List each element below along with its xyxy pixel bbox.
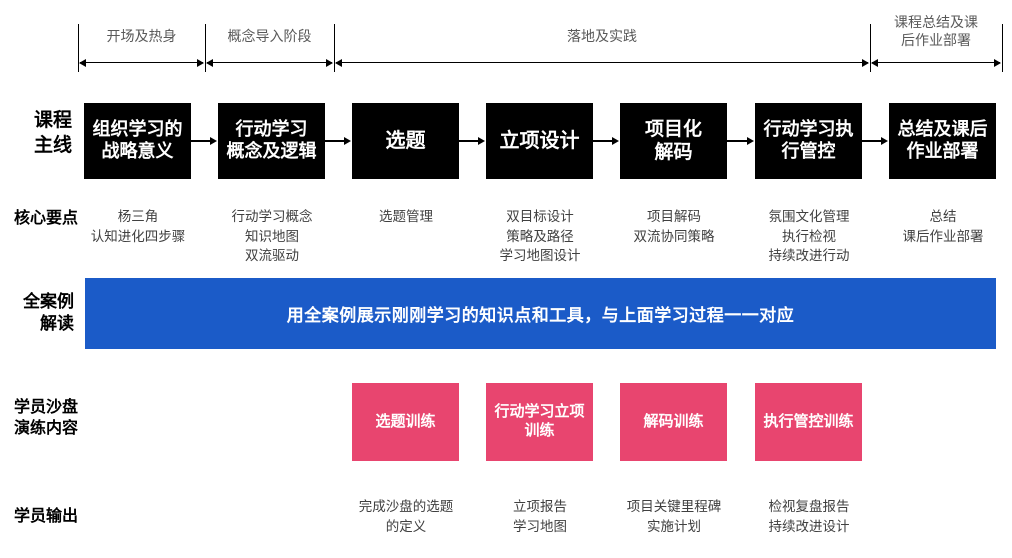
process-box-0[interactable]: 组织学习的 战略意义 bbox=[84, 103, 191, 179]
phase-arrow-line-2 bbox=[336, 62, 868, 63]
process-box-3[interactable]: 立项设计 bbox=[486, 103, 593, 179]
core-point-0: 杨三角 认知进化四步骤 bbox=[90, 209, 186, 244]
process-box-4[interactable]: 项目化 解码 bbox=[620, 103, 727, 179]
phase-divider-1 bbox=[205, 24, 206, 72]
flow-arrow-5 bbox=[862, 140, 882, 142]
phase-arrow-line-3 bbox=[872, 62, 1000, 63]
process-box-2[interactable]: 选题 bbox=[352, 103, 459, 179]
output-2: 项目关键里程碑 实施计划 bbox=[626, 499, 722, 535]
output-0: 完成沙盘的选题 的定义 bbox=[358, 499, 454, 535]
phase-arrowhead-left-3 bbox=[871, 58, 878, 67]
core-point-2: 选题管理 bbox=[379, 209, 433, 224]
phase-divider-4 bbox=[1002, 24, 1003, 72]
phase-label-0: 开场及热身 bbox=[106, 28, 177, 44]
sandbox-box-0[interactable]: 选题训练 bbox=[352, 383, 459, 461]
full-case-band: 用全案例展示刚刚学习的知识点和工具，与上面学习过程一一对应 bbox=[85, 278, 996, 349]
phase-label-2: 落地及实践 bbox=[567, 28, 637, 44]
flow-arrowhead-4 bbox=[747, 136, 754, 145]
phase-arrowhead-right-1 bbox=[326, 58, 333, 67]
phase-arrowhead-left-2 bbox=[335, 58, 342, 67]
phase-arrowhead-right-0 bbox=[197, 58, 204, 67]
phase-arrowhead-right-3 bbox=[994, 58, 1001, 67]
phase-divider-0 bbox=[78, 24, 79, 72]
core-point-4: 项目解码 双流协同策略 bbox=[633, 209, 715, 244]
phase-arrow-line-0 bbox=[80, 62, 203, 63]
core-point-6: 总结 课后作业部署 bbox=[902, 209, 984, 244]
flow-arrow-0 bbox=[191, 140, 211, 142]
phase-arrowhead-left-1 bbox=[206, 58, 213, 67]
phase-arrowhead-right-2 bbox=[862, 58, 869, 67]
row-label-sandbox: 学员沙盘 演练内容 bbox=[13, 399, 78, 438]
phase-arrow-line-1 bbox=[207, 62, 332, 63]
core-point-1: 行动学习概念 知识地图 双流驱动 bbox=[231, 209, 313, 264]
flow-arrow-3 bbox=[593, 140, 613, 142]
row-label-core-points: 核心要点 bbox=[13, 210, 78, 227]
row-label-course-mainline: 课程 主线 bbox=[33, 110, 72, 157]
flow-arrowhead-1 bbox=[344, 136, 351, 145]
flow-arrowhead-2 bbox=[478, 136, 485, 145]
output-1: 立项报告 学习地图 bbox=[513, 499, 567, 535]
process-box-1[interactable]: 行动学习 概念及逻辑 bbox=[218, 103, 325, 179]
flow-arrow-2 bbox=[459, 140, 479, 142]
flow-arrow-1 bbox=[325, 140, 345, 142]
sandbox-box-1[interactable]: 行动学习立项 训练 bbox=[486, 383, 593, 461]
row-label-output: 学员输出 bbox=[13, 508, 78, 525]
core-point-5: 氛围文化管理 执行检视 持续改进行动 bbox=[768, 209, 850, 264]
core-point-3: 双目标设计 策略及路径 学习地图设计 bbox=[499, 209, 581, 264]
row-label-full-case: 全案例 解读 bbox=[23, 292, 74, 334]
flow-arrowhead-0 bbox=[210, 136, 217, 145]
output-3: 检视复盘报告 持续改进设计 bbox=[768, 499, 850, 535]
flow-arrowhead-5 bbox=[881, 136, 888, 145]
process-box-6[interactable]: 总结及课后 作业部署 bbox=[889, 103, 996, 179]
flow-arrow-4 bbox=[727, 140, 748, 142]
flow-arrowhead-3 bbox=[612, 136, 619, 145]
phase-divider-2 bbox=[334, 24, 335, 72]
sandbox-box-2[interactable]: 解码训练 bbox=[620, 383, 727, 461]
phase-label-1: 概念导入阶段 bbox=[227, 28, 312, 44]
phase-arrowhead-left-0 bbox=[79, 58, 86, 67]
process-box-5[interactable]: 行动学习执 行管控 bbox=[755, 103, 862, 179]
phase-divider-3 bbox=[870, 24, 871, 72]
phase-label-3: 课程总结及课 后作业部署 bbox=[894, 14, 978, 49]
sandbox-box-3[interactable]: 执行管控训练 bbox=[755, 383, 862, 461]
